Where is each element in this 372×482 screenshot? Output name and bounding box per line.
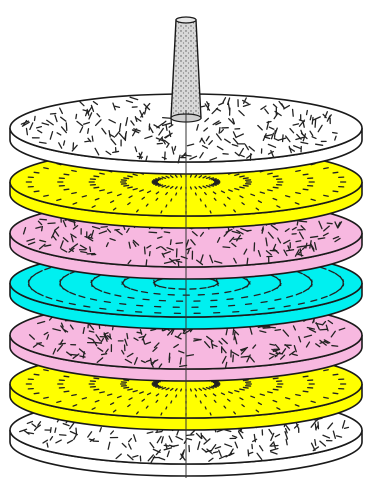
center-rod (171, 17, 201, 122)
rod-body (171, 20, 201, 118)
rod-top-cap (176, 17, 196, 23)
